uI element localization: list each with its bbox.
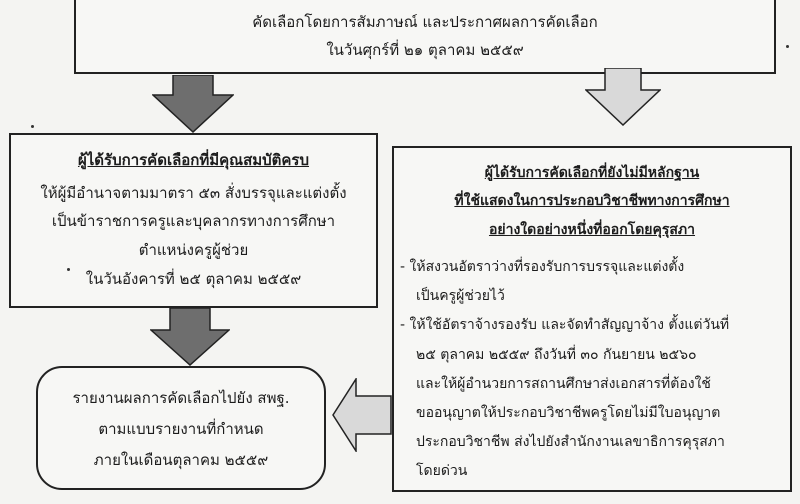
- unlicensed-title-line-3: อย่างใดอย่างหนึ่งที่ออกโดยคุรุสภา: [488, 222, 696, 238]
- top-step-box: คัดเลือกโดยการสัมภาษณ์ และประกาศผลการคัด…: [74, 0, 776, 74]
- unlicensed-candidates-box: ผู้ได้รับการคัดเลือกที่ยังไม่มีหลักฐาน ท…: [392, 146, 792, 492]
- bullet-1-line-2: เป็นครูผู้ช่วยไว้: [416, 288, 505, 304]
- scan-speck: [67, 268, 70, 271]
- bullet-2-line-4: ขออนุญาตให้ประกอบวิชาชีพครูโดยไม่มีใบอนุ…: [416, 405, 721, 421]
- bullet-1-line-1: - ให้สงวนอัตราว่างที่รองรับการบรรจุและแต…: [400, 259, 685, 275]
- left-arrow-icon: [332, 378, 392, 452]
- top-step-line-2: ในวันศุกร์ที่ ๒๑ ตุลาคม ๒๕๕๙: [326, 41, 524, 59]
- bullet-2-line-3: และให้ผู้อำนวยการสถานศึกษาส่งเอกสารที่ต้…: [416, 376, 711, 392]
- qualified-line-1: ให้ผู้มีอำนาจตามมาตรา ๕๓ สั่งบรรจุและแต่…: [40, 184, 347, 202]
- bullet-2-line-6: โดยด่วน: [416, 463, 468, 479]
- qualified-candidates-box: ผู้ได้รับการคัดเลือกที่มีคุณสมบัติครบ ให…: [9, 133, 378, 308]
- scan-speck: [31, 125, 34, 128]
- qualified-title: ผู้ได้รับการคัดเลือกที่มีคุณสมบัติครบ: [77, 151, 310, 169]
- bullet-2-line-5: ประกอบวิชาชีพ ส่งไปยังสำนักงานเลขาธิการค…: [416, 434, 725, 450]
- report-box: รายงานผลการคัดเลือกไปยัง สพฐ. ตามแบบรายง…: [36, 366, 326, 490]
- bullet-2-line-1: - ให้ใช้อัตราจ้างรองรับ และจัดทำสัญญาจ้า…: [400, 317, 730, 333]
- scan-speck: [786, 45, 789, 48]
- report-line-3: ภายในเดือนตุลาคม ๒๕๕๙: [93, 451, 269, 469]
- qualified-line-4: ในวันอังคารที่ ๒๕ ตุลาคม ๒๕๕๙: [85, 270, 302, 288]
- report-line-2: ตามแบบรายงานที่กำหนด: [98, 420, 264, 438]
- unlicensed-title-line-1: ผู้ได้รับการคัดเลือกที่ยังไม่มีหลักฐาน: [484, 165, 700, 181]
- qualified-line-3: ตำแหน่งครูผู้ช่วย: [138, 241, 249, 259]
- bullet-2-line-2: ๒๕ ตุลาคม ๒๕๕๙ ถึงวันที่ ๓๐ กันยายน ๒๕๖๐: [416, 347, 697, 363]
- down-arrow-left-icon: [152, 75, 234, 133]
- report-line-1: รายงานผลการคัดเลือกไปยัง สพฐ.: [72, 389, 290, 407]
- qualified-line-2: เป็นข้าราชการครูและบุคลากรทางการศึกษา: [51, 212, 336, 230]
- top-step-line-1: คัดเลือกโดยการสัมภาษณ์ และประกาศผลการคัด…: [252, 13, 598, 31]
- unlicensed-title-line-2: ที่ใช้แสดงในการประกอบวิชาชีพทางการศึกษา: [454, 193, 730, 209]
- down-arrow-right-icon: [585, 68, 661, 126]
- down-arrow-lower-icon: [150, 308, 230, 366]
